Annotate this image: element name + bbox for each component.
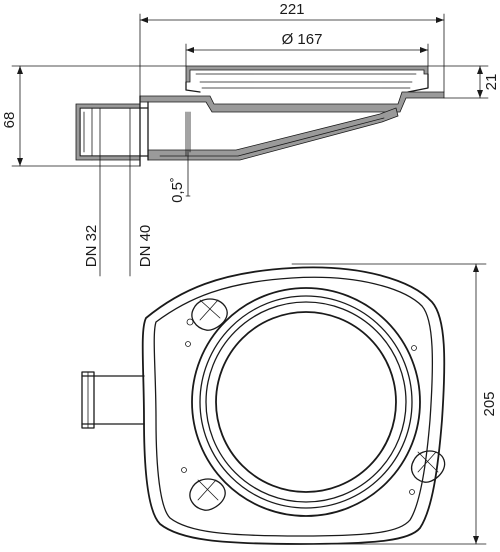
label-dn40: DN 40 — [137, 225, 154, 268]
dimension-overall-length — [139, 13, 445, 97]
screw-hole — [411, 345, 417, 351]
clamp-lug-bottom-right — [410, 450, 446, 483]
label-slope: 0,5˚ — [169, 177, 186, 203]
outlet-leader-lines — [99, 155, 131, 277]
clamp-lug-top — [186, 298, 228, 331]
dimension-total-height — [11, 65, 187, 167]
top-plan-view: 205 — [81, 263, 498, 545]
dimension-flange-diameter — [185, 43, 429, 67]
clamp-lug-bottom-left — [189, 478, 226, 511]
dimension-body-depth — [291, 263, 487, 545]
side-section-view: 221 Ø 167 68 21 — [1, 1, 500, 277]
label-total-height: 68 — [1, 112, 18, 129]
body-outline — [141, 266, 446, 545]
label-dn32: DN 32 — [83, 225, 100, 268]
label-overall-length: 221 — [279, 1, 304, 18]
outlet-stub — [81, 371, 145, 429]
drain-body-section — [75, 65, 445, 167]
screw-hole — [409, 489, 415, 495]
outer-ring — [191, 287, 421, 517]
inner-ring — [215, 311, 397, 493]
slope-indicator — [185, 111, 191, 197]
dimension-flange-height — [427, 65, 489, 99]
label-flange-diameter: Ø 167 — [282, 31, 323, 48]
label-body-depth: 205 — [481, 391, 498, 416]
screw-hole — [181, 467, 187, 473]
screw-hole — [185, 341, 191, 347]
label-flange-height: 21 — [483, 74, 500, 91]
